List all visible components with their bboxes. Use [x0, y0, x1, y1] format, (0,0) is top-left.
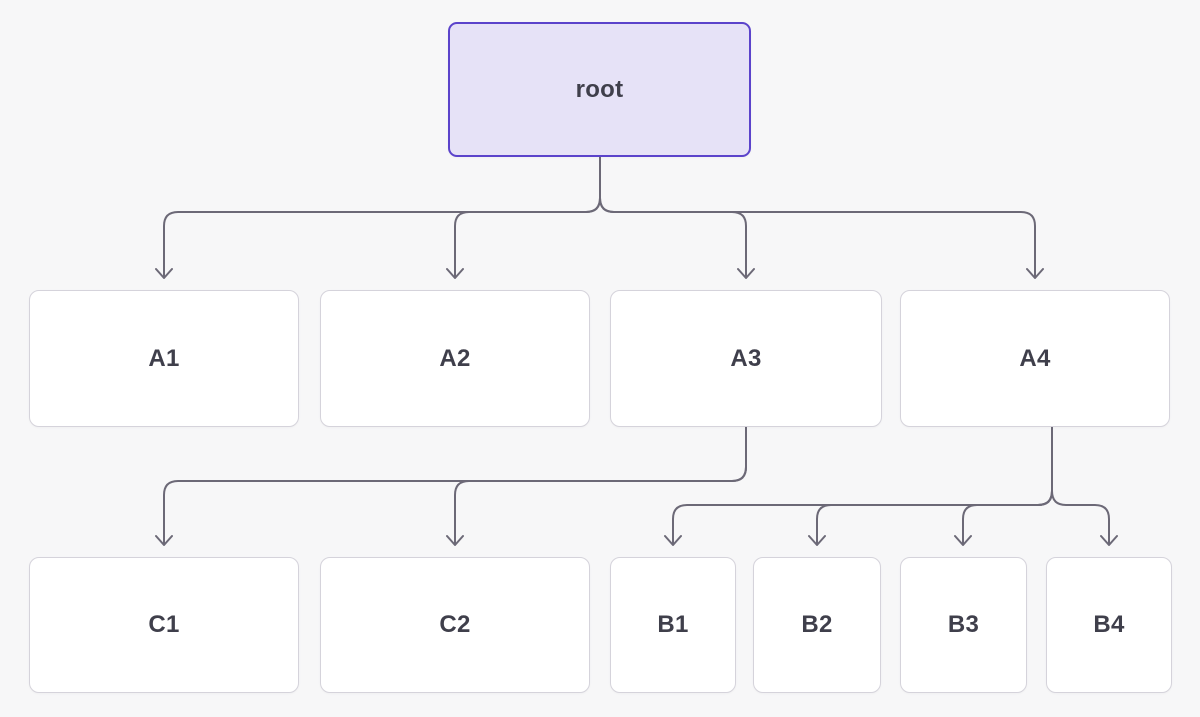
edge-a4-b1	[664, 426, 1053, 546]
node-b3[interactable]: B3	[900, 557, 1027, 693]
edge-a3-c2	[446, 426, 747, 546]
node-label: B2	[801, 611, 833, 638]
node-label: B4	[1093, 611, 1125, 638]
node-label: B3	[947, 611, 980, 638]
node-root[interactable]: root	[448, 22, 751, 157]
edge-root-a3	[599, 156, 755, 279]
node-c2[interactable]: C2	[320, 557, 590, 693]
edge-root-a1	[155, 156, 601, 279]
node-a2[interactable]: A2	[320, 290, 590, 427]
node-a4[interactable]: A4	[900, 290, 1170, 427]
node-a1[interactable]: A1	[29, 290, 299, 427]
node-b1[interactable]: B1	[610, 557, 736, 693]
node-label: A1	[148, 344, 180, 372]
node-label: root	[575, 75, 624, 103]
node-label: C2	[439, 611, 471, 638]
node-b2[interactable]: B2	[753, 557, 881, 693]
edge-a4-b2	[808, 426, 1053, 546]
edge-a3-c1	[155, 426, 747, 546]
node-c1[interactable]: C1	[29, 557, 299, 693]
node-label: B1	[657, 611, 689, 638]
edge-a4-b4	[1051, 426, 1118, 546]
node-label: C1	[148, 611, 180, 638]
node-label: A2	[439, 344, 471, 372]
node-a3[interactable]: A3	[610, 290, 882, 427]
edge-root-a4	[599, 156, 1044, 279]
node-label: A3	[730, 344, 762, 372]
node-b4[interactable]: B4	[1046, 557, 1172, 693]
node-label: A4	[1019, 344, 1051, 372]
edge-root-a2	[446, 156, 601, 279]
edge-a4-b3	[954, 426, 1053, 546]
